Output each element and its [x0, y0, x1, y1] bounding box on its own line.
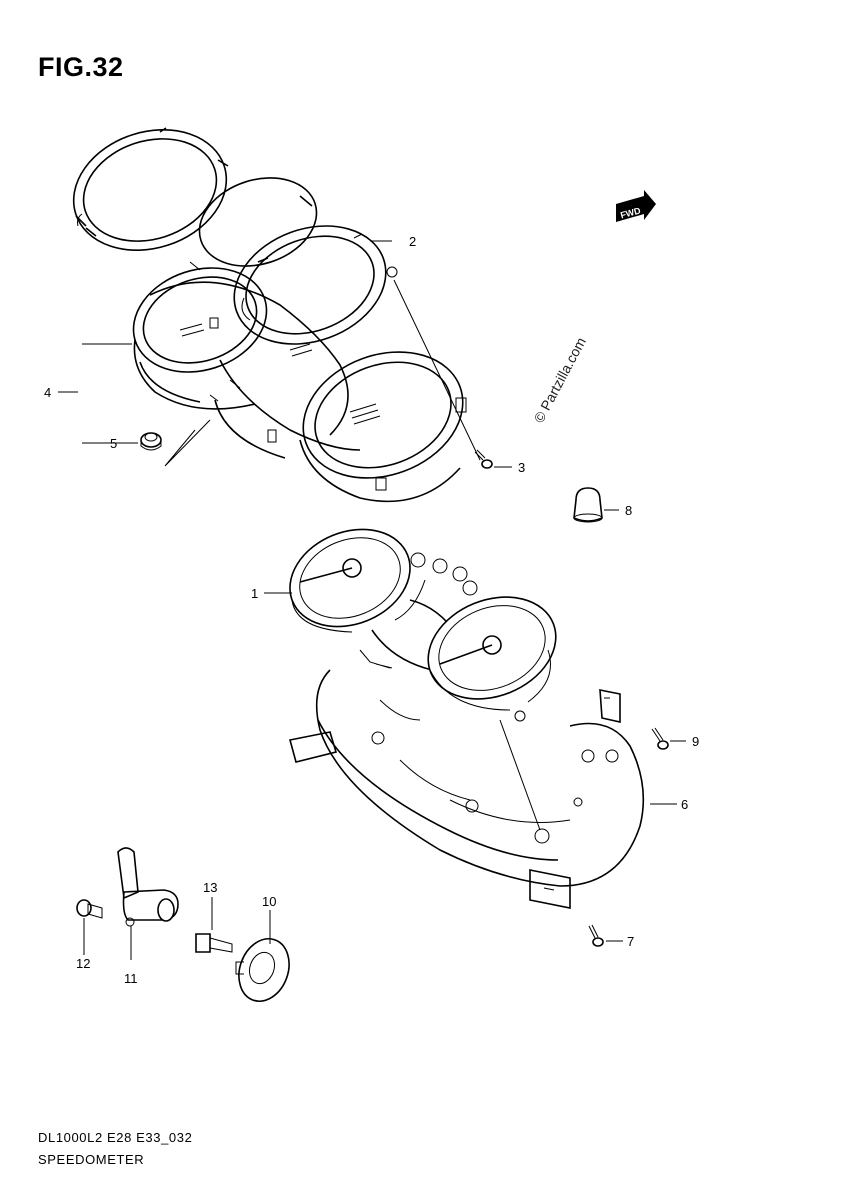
callout-11: 11	[124, 971, 138, 986]
callout-13: 13	[203, 880, 217, 895]
screw-part-3	[474, 449, 493, 469]
callout-1: 1	[251, 586, 258, 601]
bezel-ring-part	[233, 225, 398, 345]
section-name: SPEEDOMETER	[38, 1152, 145, 1167]
bolt-part-12	[76, 899, 103, 919]
meter-case-part	[132, 267, 467, 503]
dial-plate-part	[289, 528, 557, 711]
callout-10: 10	[262, 894, 276, 909]
screw-part-9	[651, 727, 669, 750]
screw-part-7	[588, 924, 604, 947]
speed-sensor-part	[117, 847, 179, 927]
callout-8: 8	[625, 503, 632, 518]
collar-part-5	[140, 432, 162, 451]
callout-2: 2	[409, 234, 416, 249]
callout-5: 5	[110, 436, 117, 451]
callout-9: 9	[692, 734, 699, 749]
model-code: DL1000L2 E28 E33_032	[38, 1130, 193, 1145]
callout-4: 4	[44, 385, 51, 400]
callout-7: 7	[627, 934, 634, 949]
bolt-part-13	[195, 933, 233, 953]
cap-part-8	[573, 487, 603, 523]
callout-12: 12	[76, 956, 90, 971]
watermark-text: © Partzilla.com	[531, 335, 589, 426]
callout-3: 3	[518, 460, 525, 475]
sensor-rotor-part	[235, 938, 290, 1002]
callout-6: 6	[681, 797, 688, 812]
figure-title: FIG.32	[38, 52, 124, 82]
forward-direction-icon: FWD	[616, 190, 656, 222]
lens-frame-part	[72, 127, 318, 271]
leader-lines	[58, 240, 686, 960]
lower-case-part	[289, 669, 645, 909]
